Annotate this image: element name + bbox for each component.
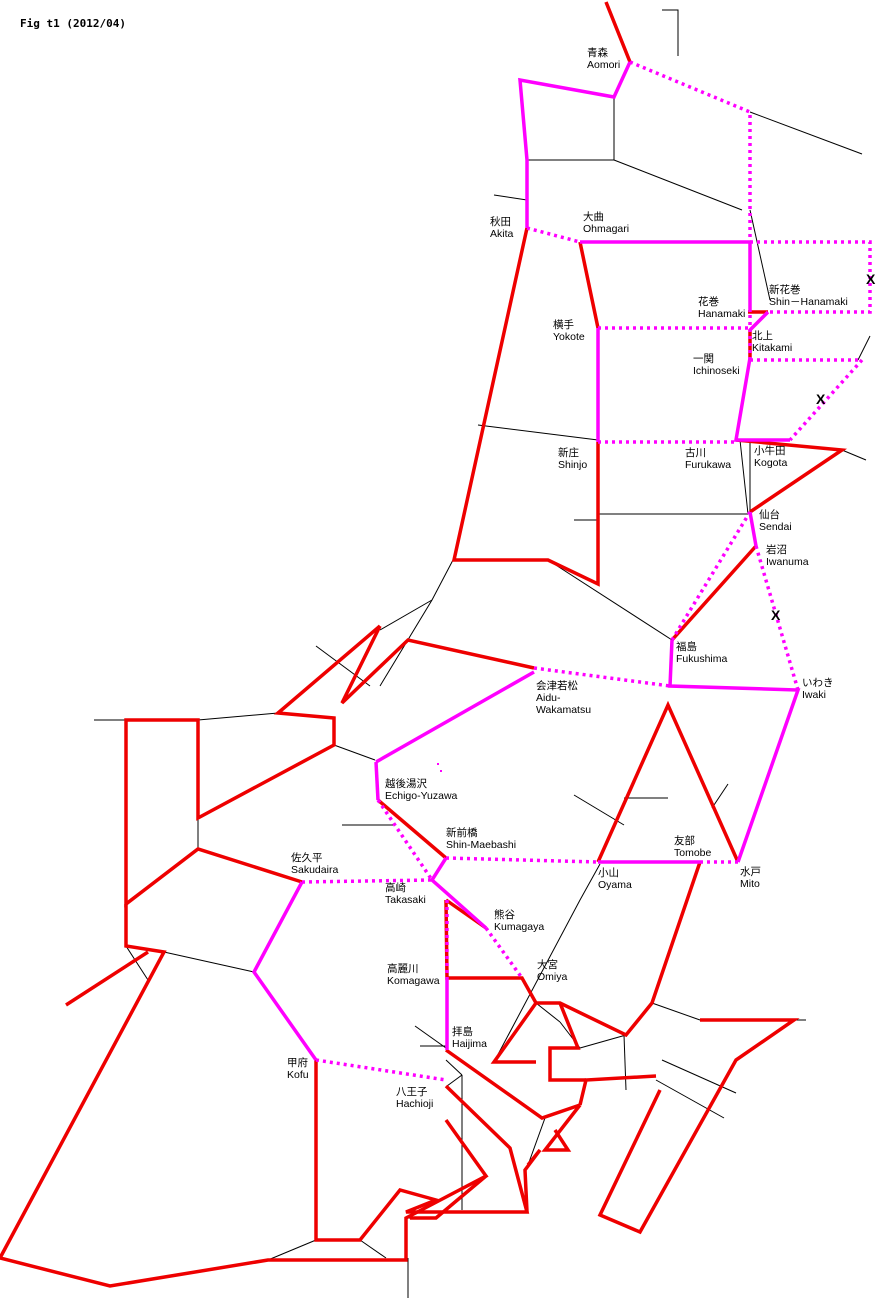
stray-dots — [437, 763, 442, 772]
red-lines — [0, 1, 848, 1288]
closed-mark-2: X — [816, 391, 826, 407]
closed-mark-3: X — [771, 607, 781, 623]
figure-title: Fig t1 (2012/04) — [20, 17, 126, 30]
dotted-lines — [301, 60, 872, 1082]
closed-mark-1: X — [866, 271, 876, 287]
base-lines — [94, 9, 871, 1298]
